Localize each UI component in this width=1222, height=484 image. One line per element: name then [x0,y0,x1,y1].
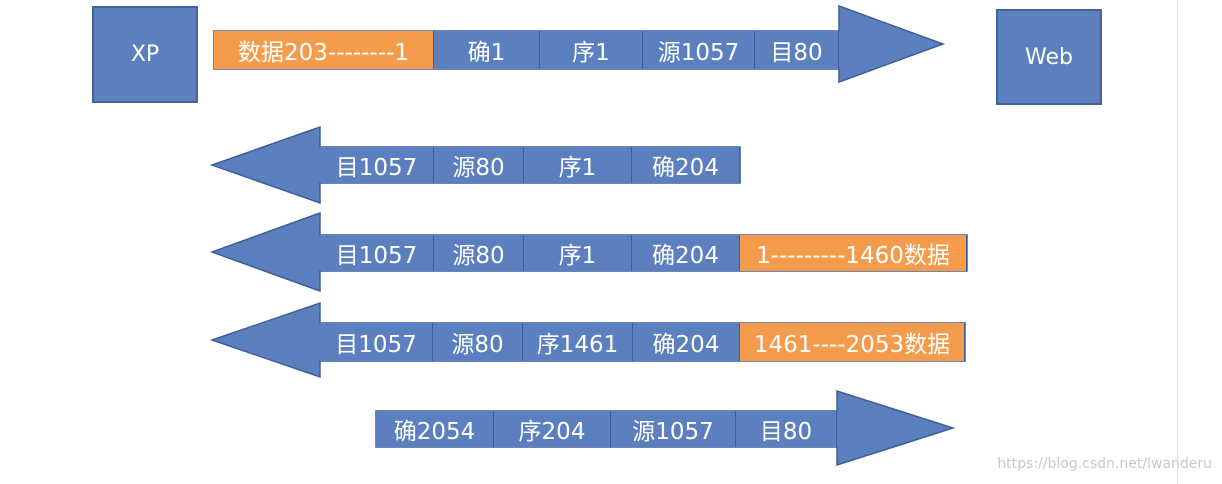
header-field-1-4: 源1057 [643,31,755,69]
header-field-2-1: 目1057 [320,147,434,183]
header-field-2-2: 源80 [434,147,524,183]
header-field-3-4: 确204 [632,235,740,271]
header-field-5-1: 确2054 [376,411,494,447]
header-field-5-3: 源1057 [611,411,736,447]
header-field-4-1: 目1057 [320,323,433,361]
host-xp: XP [92,6,198,103]
data-field-1-1: 数据203--------1 [214,31,434,69]
header-field-1-3: 序1 [540,31,643,69]
header-field-1-5: 目80 [755,31,839,69]
host-web-label: Web [1025,44,1073,70]
page-divider [1177,0,1178,484]
data-field-3-5: 1---------1460数据 [740,235,967,271]
header-field-4-2: 源80 [433,323,523,361]
header-field-4-4: 确204 [633,323,740,361]
header-field-5-4: 目80 [736,411,837,447]
header-field-2-4: 确204 [632,147,740,183]
data-field-4-5: 1461----2053数据 [740,323,965,361]
header-field-3-3: 序1 [524,235,632,271]
host-xp-label: XP [130,42,160,67]
header-field-3-2: 源80 [434,235,524,271]
header-field-1-2: 确1 [434,31,540,69]
host-web: Web [996,9,1102,105]
header-field-3-1: 目1057 [320,235,434,271]
watermark: https://blog.csdn.net/lwanderu [997,456,1212,472]
header-field-4-3: 序1461 [523,323,633,361]
header-field-2-3: 序1 [524,147,632,183]
header-field-5-2: 序204 [494,411,611,447]
